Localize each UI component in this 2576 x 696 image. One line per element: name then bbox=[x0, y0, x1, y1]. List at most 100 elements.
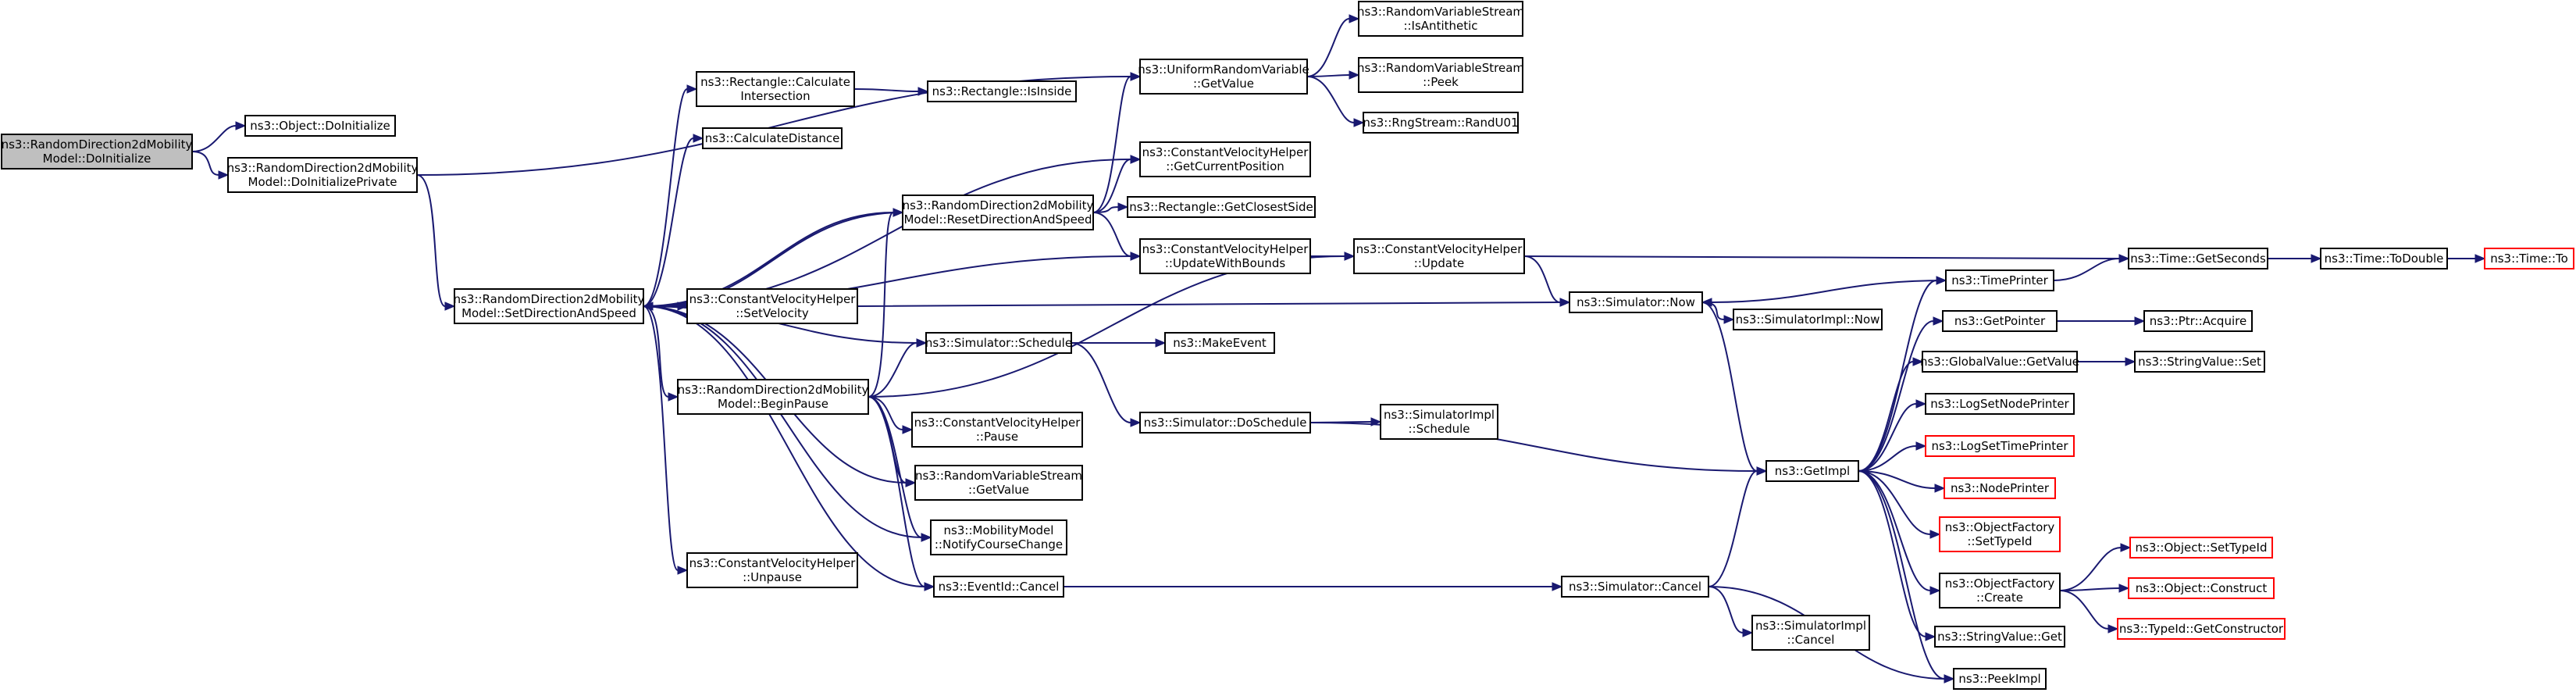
graph-node-notify[interactable]: ns3::MobilityModel::NotifyCourseChange bbox=[930, 519, 1067, 555]
graph-node-reset[interactable]: ns3::RandomDirection2dMobilityModel::Res… bbox=[902, 195, 1094, 230]
node-label-line: ns3::Time::ToDouble bbox=[2325, 252, 2444, 266]
graph-node-implcancel[interactable]: ns3::SimulatorImpl::Cancel bbox=[1751, 615, 1870, 651]
arrowhead bbox=[2120, 543, 2132, 552]
node-label-line: ns3::RandomDirection2dMobility bbox=[903, 198, 1094, 212]
graph-node-makeevent[interactable]: ns3::MakeEvent bbox=[1164, 332, 1275, 354]
graph-node-peek[interactable]: ns3::RandomVariableStream::Peek bbox=[1357, 57, 1524, 93]
edge-beginpause-to-pause bbox=[868, 396, 914, 434]
graph-node-getctor[interactable]: ns3::TypeId::GetConstructor bbox=[2117, 618, 2286, 640]
node-label-line: ns3::UniformRandomVariable bbox=[1138, 62, 1309, 77]
node-box bbox=[1934, 626, 2065, 648]
arrowhead bbox=[1559, 298, 1571, 307]
arrowhead bbox=[924, 582, 935, 591]
graph-node-peekimpl[interactable]: ns3::PeekImpl bbox=[1953, 668, 2047, 690]
graph-node-globalget[interactable]: ns3::GlobalValue::GetValue bbox=[1920, 351, 2079, 373]
edge-line bbox=[868, 342, 917, 398]
arrowhead bbox=[2125, 357, 2136, 366]
arrowhead bbox=[2474, 254, 2486, 263]
graph-node-schedule[interactable]: ns3::Simulator::Schedule bbox=[925, 332, 1072, 354]
graph-node-acquire[interactable]: ns3::Ptr::Acquire bbox=[2143, 310, 2253, 332]
edge-root-to-doinit bbox=[191, 121, 247, 152]
graph-node-getseconds[interactable]: ns3::Time::GetSeconds bbox=[2128, 248, 2268, 269]
graph-node-beginpause[interactable]: ns3::RandomDirection2dMobilityModel::Beg… bbox=[677, 379, 869, 415]
arrowhead bbox=[668, 392, 679, 402]
graph-node-randu01[interactable]: ns3::RngStream::RandU01 bbox=[1363, 112, 1519, 134]
edge-line bbox=[853, 88, 919, 92]
graph-node-simcancel[interactable]: ns3::Simulator::Cancel bbox=[1561, 576, 1709, 598]
graph-node-ofcreate[interactable]: ns3::ObjectFactory::Create bbox=[1939, 573, 2061, 609]
edge-line bbox=[1858, 320, 1934, 472]
node-box bbox=[686, 288, 858, 324]
graph-node-updbounds[interactable]: ns3::ConstantVelocityHelper::UpdateWithB… bbox=[1139, 238, 1311, 274]
edge-line bbox=[868, 396, 922, 538]
graph-node-pause[interactable]: ns3::ConstantVelocityHelper::Pause bbox=[911, 412, 1083, 448]
graph-node-stringget[interactable]: ns3::StringValue::Get bbox=[1934, 626, 2065, 648]
node-box bbox=[1569, 291, 1703, 313]
node-label-line: ns3::Rectangle::Calculate bbox=[700, 75, 850, 89]
node-label-line: ns3::ConstantVelocityHelper bbox=[689, 292, 857, 306]
graph-node-urv[interactable]: ns3::UniformRandomVariable::GetValue bbox=[1138, 59, 1309, 95]
edge-line bbox=[643, 212, 894, 307]
graph-node-timeprinter[interactable]: ns3::TimePrinter bbox=[1945, 269, 2054, 291]
node-label-line: ns3::EventId::Cancel bbox=[939, 580, 1060, 594]
node-box bbox=[2129, 537, 2273, 559]
graph-node-rvsget[interactable]: ns3::RandomVariableStream::GetValue bbox=[914, 465, 1083, 501]
graph-node-implnow[interactable]: ns3::SimulatorImpl::Now bbox=[1733, 309, 1883, 330]
graph-node-getpointer[interactable]: ns3::GetPointer bbox=[1942, 310, 2058, 332]
arrowhead bbox=[1915, 399, 1927, 409]
graph-node-lognode[interactable]: ns3::LogSetNodePrinter bbox=[1925, 393, 2075, 415]
node-box bbox=[1139, 412, 1311, 434]
arrowhead bbox=[686, 84, 698, 94]
graph-node-implschedule[interactable]: ns3::SimulatorImpl::Schedule bbox=[1380, 404, 1498, 440]
arrowhead bbox=[2134, 316, 2146, 326]
arrowhead bbox=[916, 338, 928, 348]
graph-node-setvel[interactable]: ns3::ConstantVelocityHelper::SetVelocity bbox=[686, 288, 858, 324]
graph-node-timeto[interactable]: ns3::Time::To bbox=[2484, 248, 2574, 269]
arrowhead bbox=[902, 425, 914, 434]
graph-node-doschedule[interactable]: ns3::Simulator::DoSchedule bbox=[1139, 412, 1311, 434]
graph-node-cancel[interactable]: ns3::EventId::Cancel bbox=[933, 576, 1064, 598]
graph-node-closest[interactable]: ns3::Rectangle::GetClosestSide bbox=[1127, 196, 1316, 218]
graph-node-isanti[interactable]: ns3::RandomVariableStream::IsAntithetic bbox=[1357, 1, 1524, 37]
graph-node-todouble[interactable]: ns3::Time::ToDouble bbox=[2320, 248, 2448, 269]
edge-beginpause-to-notify bbox=[868, 396, 932, 542]
graph-node-calcdist[interactable]: ns3::CalculateDistance bbox=[702, 127, 843, 149]
graph-node-doinitpriv[interactable]: ns3::RandomDirection2dMobilityModel::DoI… bbox=[227, 157, 419, 193]
graph-node-setdir[interactable]: ns3::RandomDirection2dMobilityModel::Set… bbox=[454, 288, 645, 324]
graph-node-isinside[interactable]: ns3::Rectangle::IsInside bbox=[927, 80, 1077, 102]
edge-schedule-to-makeevent bbox=[1071, 338, 1167, 348]
graph-node-nodeprinter[interactable]: ns3::NodePrinter bbox=[1944, 477, 2056, 499]
arrowhead bbox=[1349, 14, 1360, 23]
node-box bbox=[1, 134, 193, 170]
edge-getimpl-to-peekimpl bbox=[1858, 470, 1955, 684]
node-label-line: ns3::ObjectFactory bbox=[1945, 576, 2055, 591]
graph-node-stringset[interactable]: ns3::StringValue::Set bbox=[2134, 351, 2265, 373]
graph-node-objconstruct[interactable]: ns3::Object::Construct bbox=[2128, 577, 2275, 599]
node-label-line: ns3::StringValue::Get bbox=[1937, 630, 2062, 644]
edge-setdir-to-unpause bbox=[643, 305, 689, 575]
graph-node-now[interactable]: ns3::Simulator::Now bbox=[1569, 291, 1703, 313]
graph-node-cvhupdate[interactable]: ns3::ConstantVelocityHelper::Update bbox=[1353, 238, 1525, 274]
graph-node-unpause[interactable]: ns3::ConstantVelocityHelper::Unpause bbox=[686, 552, 858, 588]
arrowhead bbox=[1130, 418, 1142, 427]
node-box bbox=[1139, 59, 1308, 95]
node-label-line: ns3::RandomVariableStream bbox=[1357, 61, 1524, 75]
node-label-line: ns3::Object::DoInitialize bbox=[250, 119, 390, 133]
graph-node-getcurpos[interactable]: ns3::ConstantVelocityHelper::GetCurrentP… bbox=[1139, 141, 1311, 177]
node-label-line: ns3::Time::To bbox=[2490, 252, 2568, 266]
node-label-line: ns3::RandomDirection2dMobility bbox=[2, 137, 193, 152]
node-label-line: Model::ResetDirectionAndSpeed bbox=[903, 212, 1092, 227]
edge-setdir-to-getcurpos bbox=[643, 155, 1142, 307]
graph-node-doinit[interactable]: ns3::Object::DoInitialize bbox=[244, 115, 396, 137]
graph-node-getimpl[interactable]: ns3::GetImpl bbox=[1765, 460, 1859, 482]
node-box bbox=[1164, 332, 1275, 354]
graph-node-objsettype[interactable]: ns3::Object::SetTypeId bbox=[2129, 537, 2273, 559]
node-box bbox=[1139, 141, 1311, 177]
graph-node-logtime[interactable]: ns3::LogSetTimePrinter bbox=[1925, 435, 2075, 457]
arrowhead bbox=[1936, 276, 1947, 285]
graph-node-ofsettype[interactable]: ns3::ObjectFactory::SetTypeId bbox=[1939, 516, 2061, 552]
arrowhead bbox=[1915, 441, 1927, 451]
node-label-line: Intersection bbox=[740, 89, 810, 103]
